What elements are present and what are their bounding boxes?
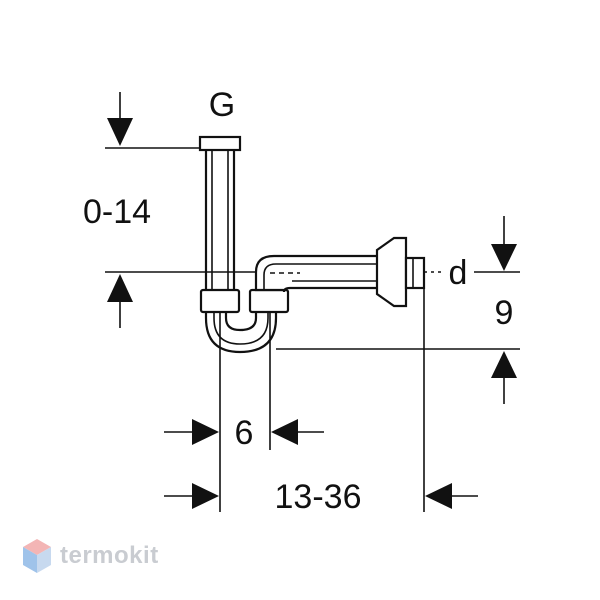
arrow-right-icon [192, 419, 219, 445]
arrow-down-icon [107, 118, 133, 146]
watermark: termokit [22, 534, 159, 578]
label-height-range: 0-14 [83, 193, 151, 231]
trap-nut-right [248, 288, 290, 314]
wall-flange [404, 256, 426, 290]
arrow-up-icon [107, 274, 133, 302]
arrow-right-icon [192, 483, 219, 509]
inlet-cap [198, 135, 242, 152]
outlet-elbow [254, 254, 386, 293]
arrow-down-icon [491, 244, 517, 271]
logo-right-face [37, 547, 51, 573]
label-outlet-diameter: d [449, 254, 468, 292]
arrow-left-icon [271, 419, 298, 445]
arrow-left-icon [425, 483, 452, 509]
label-gap-width: 6 [235, 414, 254, 452]
label-top-connection: G [209, 86, 235, 124]
arrow-up-icon [491, 351, 517, 378]
logo-left-face [23, 547, 37, 573]
trap-nut-left [199, 288, 241, 314]
outlet-elbow-inner-line [263, 263, 292, 290]
inlet-pipe [204, 146, 236, 294]
watermark-brand: termokit [60, 542, 159, 569]
label-outlet-height: 9 [495, 294, 514, 332]
u-trap-inner-line [213, 306, 269, 345]
termokit-logo-icon [23, 539, 51, 573]
label-length-range: 13-36 [275, 478, 362, 516]
wall-rosette [375, 236, 408, 308]
